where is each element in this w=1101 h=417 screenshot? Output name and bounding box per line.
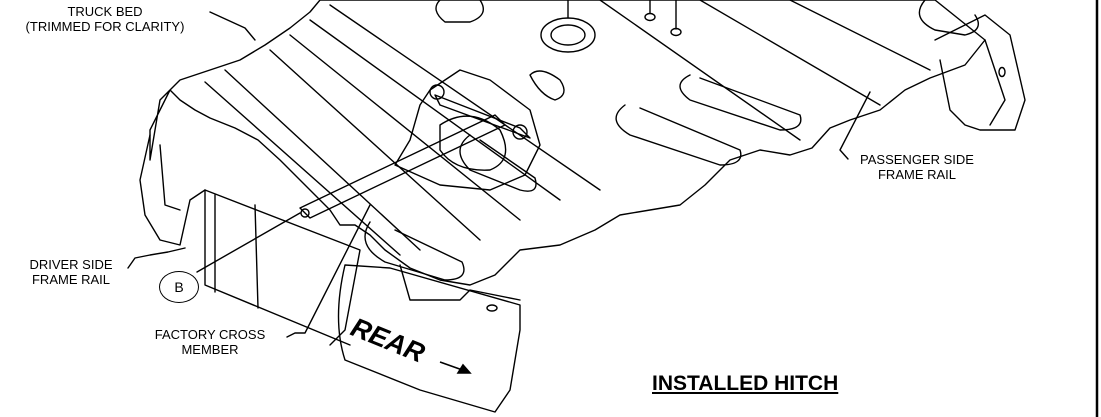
passenger-frame-rail-edge [984, 39, 1006, 126]
hitch-pin [300, 208, 310, 218]
hitch-arm [299, 114, 506, 219]
bed-slot [679, 74, 802, 131]
label-cross-member: FACTORY CROSS MEMBER [140, 327, 280, 357]
frame-rail-hole [486, 304, 498, 312]
bed-rib [269, 49, 481, 241]
bed-rib [224, 69, 421, 251]
rear-cross-member-flange [399, 264, 521, 301]
bolt-hole [670, 27, 682, 37]
bed-tab [529, 70, 565, 101]
label-truck-bed: TRUCK BED (TRIMMED FOR CLARITY) [2, 4, 208, 34]
label-truck-bed-line1: TRUCK BED [67, 4, 143, 19]
passenger-frame-rail [934, 14, 1026, 131]
driver-frame-rail-web [159, 144, 181, 211]
bed-rib [599, 0, 801, 141]
bed-slot [918, 0, 979, 36]
label-cross-member-line1: FACTORY CROSS [154, 327, 266, 342]
label-cross-member-line2: MEMBER [181, 342, 239, 357]
label-passenger-rail: PASSENGER SIDE FRAME RAIL [852, 152, 982, 182]
label-driver-rail-line2: FRAME RAIL [31, 272, 110, 287]
hitch-bolt [429, 84, 445, 100]
bed-slot [435, 0, 484, 23]
driver-frame-rail [139, 134, 361, 346]
leader-driver-rail [127, 247, 186, 269]
bed-slot [364, 221, 465, 281]
hitch-bolt [512, 124, 528, 140]
label-driver-rail-line1: DRIVER SIDE [29, 257, 113, 272]
leader-passenger-rail [839, 91, 871, 160]
bed-slot [615, 104, 742, 166]
rear-cross-member [337, 264, 521, 413]
leader-balloon [196, 212, 301, 273]
label-truck-bed-line2: (TRIMMED FOR CLARITY) [25, 19, 185, 34]
bed-grommet [540, 17, 596, 53]
driver-frame-rail-top [204, 189, 351, 346]
bed-rib [789, 0, 931, 71]
hitch-plate [394, 69, 541, 191]
bed-rib [204, 81, 401, 256]
label-passenger-rail-line1: PASSENGER SIDE [860, 152, 974, 167]
leader-truck-bed [209, 11, 256, 41]
frame-rail-hole [998, 66, 1006, 78]
detail-balloon-b: B [159, 271, 199, 303]
drawing-title: INSTALLED HITCH [652, 372, 839, 395]
rear-arrow-head [456, 363, 472, 374]
bed-slot [459, 134, 537, 192]
bed-grommet-inner [550, 24, 586, 46]
label-passenger-rail-line2: FRAME RAIL [877, 167, 956, 182]
leader-cross-member [286, 204, 371, 338]
bed-rib [699, 0, 881, 106]
truck-bed-outline [149, 0, 986, 286]
label-driver-rail: DRIVER SIDE FRAME RAIL [14, 257, 128, 287]
bed-rib [329, 4, 601, 191]
driver-frame-rail-web [254, 204, 259, 309]
bolt-hole [644, 12, 656, 22]
hitch-plate-inner [439, 115, 507, 171]
bed-rib [309, 19, 561, 201]
bed-rib [289, 34, 521, 221]
